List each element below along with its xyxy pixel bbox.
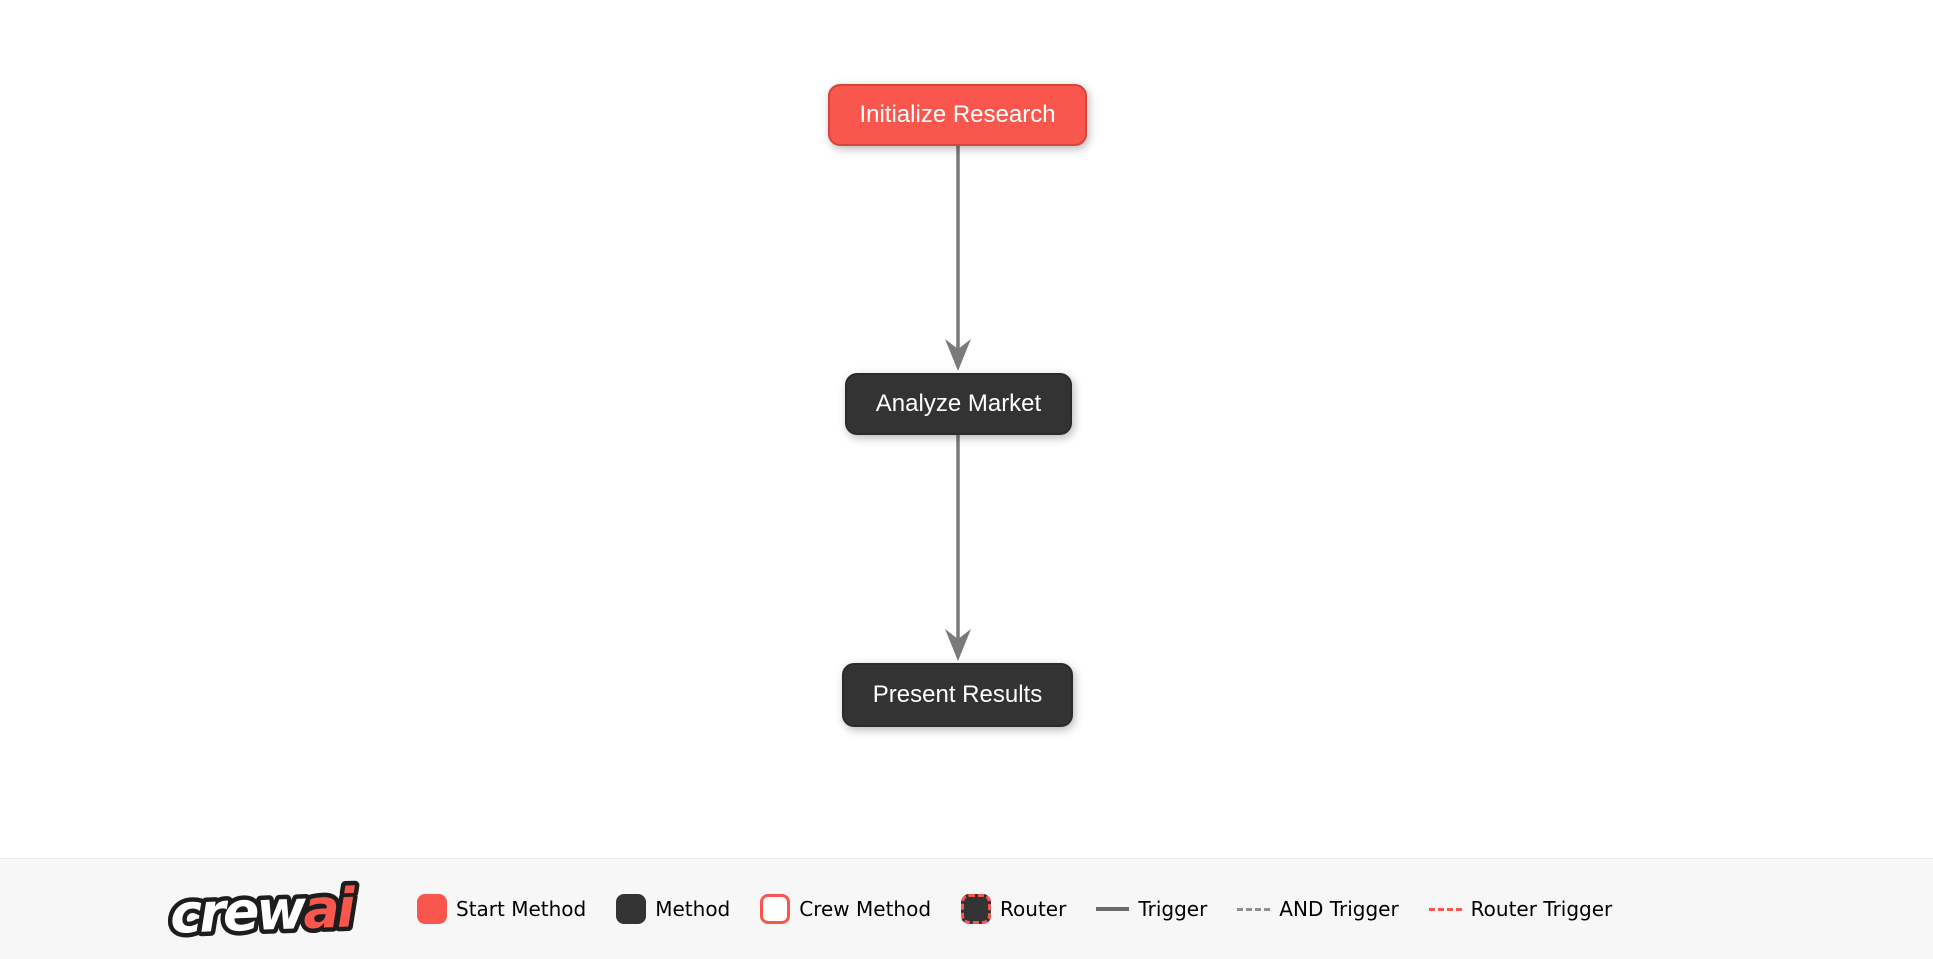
node-label: Initialize Research bbox=[859, 101, 1056, 128]
node-label: Analyze Market bbox=[875, 390, 1042, 417]
legend-item-method: Method bbox=[616, 894, 730, 924]
svg-text:crewai: crewai bbox=[169, 876, 358, 945]
legend-label: Crew Method bbox=[799, 897, 932, 921]
method-swatch-icon bbox=[616, 894, 647, 924]
legend-item-and-trigger: AND Trigger bbox=[1237, 897, 1399, 921]
edge-analyze-to-present bbox=[945, 435, 971, 661]
crewai-logo: crewai bbox=[168, 872, 362, 950]
legend-label: Router Trigger bbox=[1470, 897, 1613, 921]
flow-edges-layer bbox=[945, 146, 971, 661]
legend-label: Method bbox=[655, 897, 731, 921]
legend-items: Start Method Method Crew Method Router T… bbox=[417, 894, 1612, 924]
legend-item-router-trigger: Router Trigger bbox=[1428, 897, 1613, 921]
node-label: Present Results bbox=[872, 681, 1043, 708]
legend-item-router: Router bbox=[961, 894, 1066, 924]
flow-node-initialize-research[interactable]: Initialize Research bbox=[828, 84, 1087, 146]
trigger-line-icon bbox=[1096, 907, 1130, 911]
start-method-swatch-icon bbox=[417, 894, 447, 924]
legend-item-crew-method: Crew Method bbox=[760, 894, 931, 924]
flow-node-analyze-market[interactable]: Analyze Market bbox=[845, 373, 1072, 435]
arrowhead-icon bbox=[945, 629, 971, 661]
flow-canvas[interactable]: Initialize Research Analyze Market Prese… bbox=[0, 0, 1933, 858]
router-trigger-line-icon bbox=[1428, 907, 1462, 911]
edge-initialize-to-analyze bbox=[945, 146, 971, 371]
legend-label: Trigger bbox=[1138, 897, 1208, 921]
logo-text-crew: crew bbox=[169, 878, 308, 946]
legend-label: Start Method bbox=[456, 897, 587, 921]
and-trigger-line-icon bbox=[1237, 907, 1271, 911]
router-swatch-icon bbox=[961, 894, 992, 924]
logo-text-ai: ai bbox=[302, 876, 358, 941]
legend-item-trigger: Trigger bbox=[1096, 897, 1207, 921]
flow-node-present-results[interactable]: Present Results bbox=[842, 663, 1073, 727]
legend-item-start-method: Start Method bbox=[417, 894, 586, 924]
legend-label: AND Trigger bbox=[1279, 897, 1399, 921]
crew-method-swatch-icon bbox=[760, 894, 791, 924]
legend-bar: crewai Start Method Method Crew Method R… bbox=[0, 858, 1933, 959]
legend-label: Router bbox=[1000, 897, 1067, 921]
arrowhead-icon bbox=[945, 339, 971, 371]
